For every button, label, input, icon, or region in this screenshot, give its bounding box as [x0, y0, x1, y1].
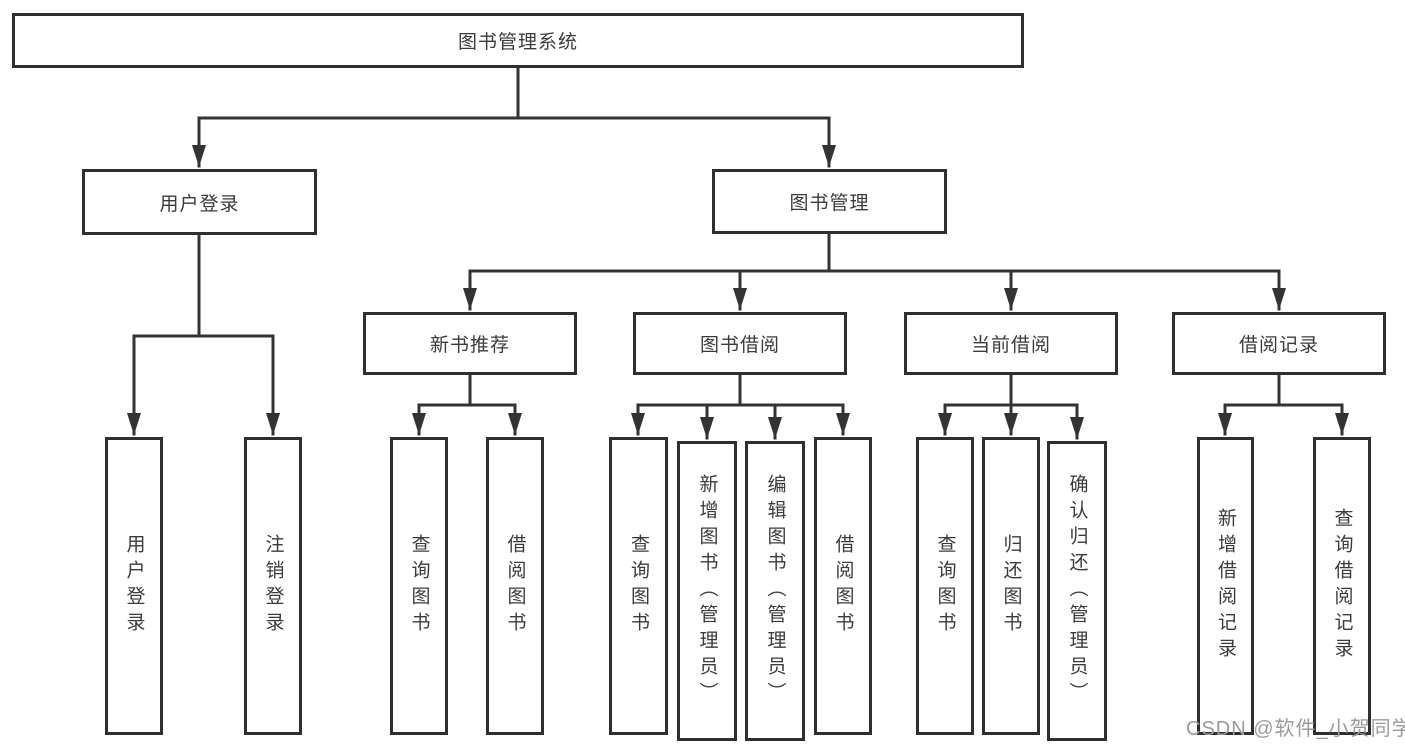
node-label: 新增借阅记录	[1215, 508, 1236, 664]
node-label: 查询图书	[408, 534, 430, 638]
node-label: 图书管理系统	[457, 32, 578, 53]
node-query-borrow-record: 查询借阅记录	[1313, 437, 1371, 735]
node-label: 用户登录	[123, 534, 145, 638]
node-label: 用户登录	[159, 193, 240, 215]
node-borrowing-records: 借阅记录	[1172, 312, 1386, 375]
node-user-login: 用户登录	[82, 169, 317, 235]
node-query-books-current: 查询图书	[916, 437, 974, 735]
node-label: 新书推荐	[429, 335, 510, 356]
node-book-management: 图书管理	[712, 169, 947, 234]
node-query-books-recommend: 查询图书	[390, 437, 448, 735]
node-label: 当前借阅	[970, 335, 1051, 356]
node-label: 图书借阅	[699, 335, 780, 356]
node-label: 查询图书	[934, 534, 956, 638]
node-label: 确认归还（管理员）	[1066, 474, 1088, 708]
node-label: 查询借阅记录	[1331, 508, 1353, 664]
node-label: 注销登录	[262, 534, 284, 638]
node-return-books: 归还图书	[982, 437, 1040, 735]
node-add-books-admin: 新增图书（管理员）	[677, 441, 737, 741]
csdn-watermark: CSDN @软件_小贺同学	[1186, 718, 1405, 740]
node-label: 归还图书	[1000, 534, 1022, 638]
node-label: 查询图书	[628, 534, 649, 638]
node-label: 编辑图书（管理员）	[764, 474, 786, 708]
node-edit-books-admin: 编辑图书（管理员）	[745, 441, 805, 741]
node-new-book-recommendation: 新书推荐	[363, 312, 577, 375]
node-label: 借阅图书	[504, 534, 526, 638]
node-confirm-return-admin: 确认归还（管理员）	[1047, 441, 1107, 741]
node-logout: 注销登录	[244, 437, 302, 735]
node-book-borrowing: 图书借阅	[633, 312, 847, 375]
node-query-books-borrowing: 查询图书	[609, 437, 668, 735]
node-label: 新增图书（管理员）	[696, 474, 718, 708]
node-label: 借阅图书	[832, 534, 854, 638]
node-user-login-action: 用户登录	[105, 437, 163, 735]
node-library-management-system: 图书管理系统	[12, 13, 1024, 68]
node-label: 图书管理	[789, 193, 870, 214]
node-add-borrow-record: 新增借阅记录	[1197, 437, 1254, 735]
node-label: 借阅记录	[1238, 335, 1319, 356]
node-borrow-books-recommend: 借阅图书	[486, 437, 544, 735]
node-borrow-books-borrowing: 借阅图书	[814, 437, 872, 735]
node-current-borrowing: 当前借阅	[904, 312, 1118, 375]
